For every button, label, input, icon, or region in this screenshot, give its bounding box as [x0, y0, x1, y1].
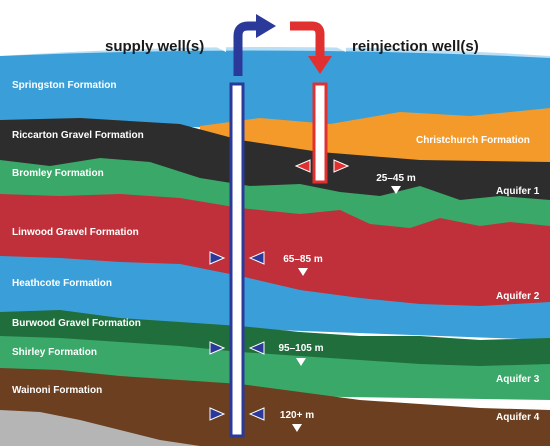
label-aquifer-3: Aquifer 3: [496, 374, 540, 385]
supply-intake-65-85: [209, 251, 265, 265]
label-aquifer-1: Aquifer 1: [496, 186, 540, 197]
label-bromley: Bromley Formation: [12, 168, 104, 179]
depth-label-3: 95–105 m: [278, 343, 324, 354]
label-shirley: Shirley Formation: [12, 347, 98, 358]
supply-wells-header: supply well(s): [105, 38, 205, 55]
reinjection-wells-header: reinjection well(s): [352, 38, 479, 55]
layer-bedrock: [0, 410, 200, 446]
depth-marker-2-icon: [298, 268, 308, 276]
reinjection-flow-right-icon: [333, 159, 350, 173]
depth-label-1: 25–45 m: [376, 173, 416, 184]
label-burwood: Burwood Gravel Formation: [12, 318, 141, 329]
layer-heathcote: [0, 256, 550, 340]
depth-marker-3-icon: [296, 358, 306, 366]
supply-intake-120: [209, 407, 265, 421]
label-wainoni: Wainoni Formation: [12, 385, 103, 396]
supply-well-casing: [229, 82, 245, 438]
reinjection-well-casing: [312, 82, 328, 184]
label-aquifer-2: Aquifer 2: [496, 291, 540, 302]
label-aquifer-4: Aquifer 4: [496, 412, 540, 423]
reinjection-arrow-icon: [290, 21, 332, 74]
reinjection-pointer-icon: [334, 40, 346, 52]
label-linwood: Linwood Gravel Formation: [12, 227, 139, 238]
depth-label-2: 65–85 m: [283, 254, 323, 265]
label-christchurch: Christchurch Formation: [416, 135, 530, 146]
label-springston: Springston Formation: [12, 80, 117, 91]
depth-marker-4-icon: [292, 424, 302, 432]
label-riccarton: Riccarton Gravel Formation: [12, 130, 144, 141]
layer-wainoni: [0, 368, 550, 446]
supply-pointer-icon: [214, 40, 226, 52]
depth-label-4: 120+ m: [279, 410, 315, 421]
reinjection-flow-left-icon: [294, 159, 311, 173]
supply-intake-95-105: [209, 341, 265, 355]
label-heathcote: Heathcote Formation: [12, 278, 113, 289]
supply-arrow-icon: [233, 14, 276, 76]
depth-marker-1-icon: [391, 186, 401, 194]
